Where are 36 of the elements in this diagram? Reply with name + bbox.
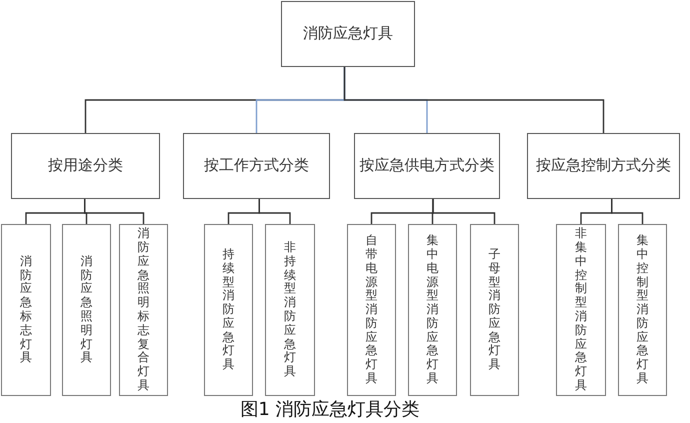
node-label: 消防应急照明灯具 [80, 254, 92, 366]
connector-line [344, 67, 604, 133]
node-label: 消防应急标志灯具 [20, 254, 32, 366]
node-label: 非集中控制型消防应急灯具 [575, 227, 587, 393]
node-label: 消防应急照明标志复合灯具 [138, 227, 150, 393]
root-box [281, 1, 415, 67]
type-box [204, 224, 253, 396]
node-label: 自带电源型消防应急灯具 [366, 234, 378, 386]
connector-line [258, 199, 291, 224]
node-label: 持续型消防应急灯具 [222, 248, 234, 372]
category-box [354, 133, 500, 199]
type-box [408, 224, 457, 396]
node-label: 集中电源型消防应急灯具 [426, 234, 438, 386]
type-box [1, 224, 51, 396]
type-box [618, 224, 667, 396]
connector-line [611, 199, 644, 224]
type-box [470, 224, 519, 396]
node-label: 消防应急灯具 [303, 25, 393, 43]
type-box [556, 224, 606, 396]
node-label: 按应急控制方式分类 [536, 157, 671, 175]
category-box [527, 133, 680, 199]
connector-line [432, 199, 496, 224]
category-box [11, 133, 160, 199]
node-label: 非持续型消防应急灯具 [284, 241, 296, 379]
node-label: 按应急供电方式分类 [360, 157, 494, 175]
figure-caption: 图1 消防应急灯具分类 [240, 399, 420, 420]
type-box [62, 224, 111, 396]
type-box [347, 224, 396, 396]
node-label: 集中控制型消防应急灯具 [636, 234, 648, 386]
node-label: 子母型消防应急灯具 [488, 248, 500, 372]
type-box [119, 224, 168, 396]
connector-line [84, 199, 144, 224]
category-box [183, 133, 330, 199]
node-label: 按工作方式分类 [204, 157, 309, 175]
type-box [265, 224, 315, 396]
node-label: 按用途分类 [48, 157, 123, 175]
